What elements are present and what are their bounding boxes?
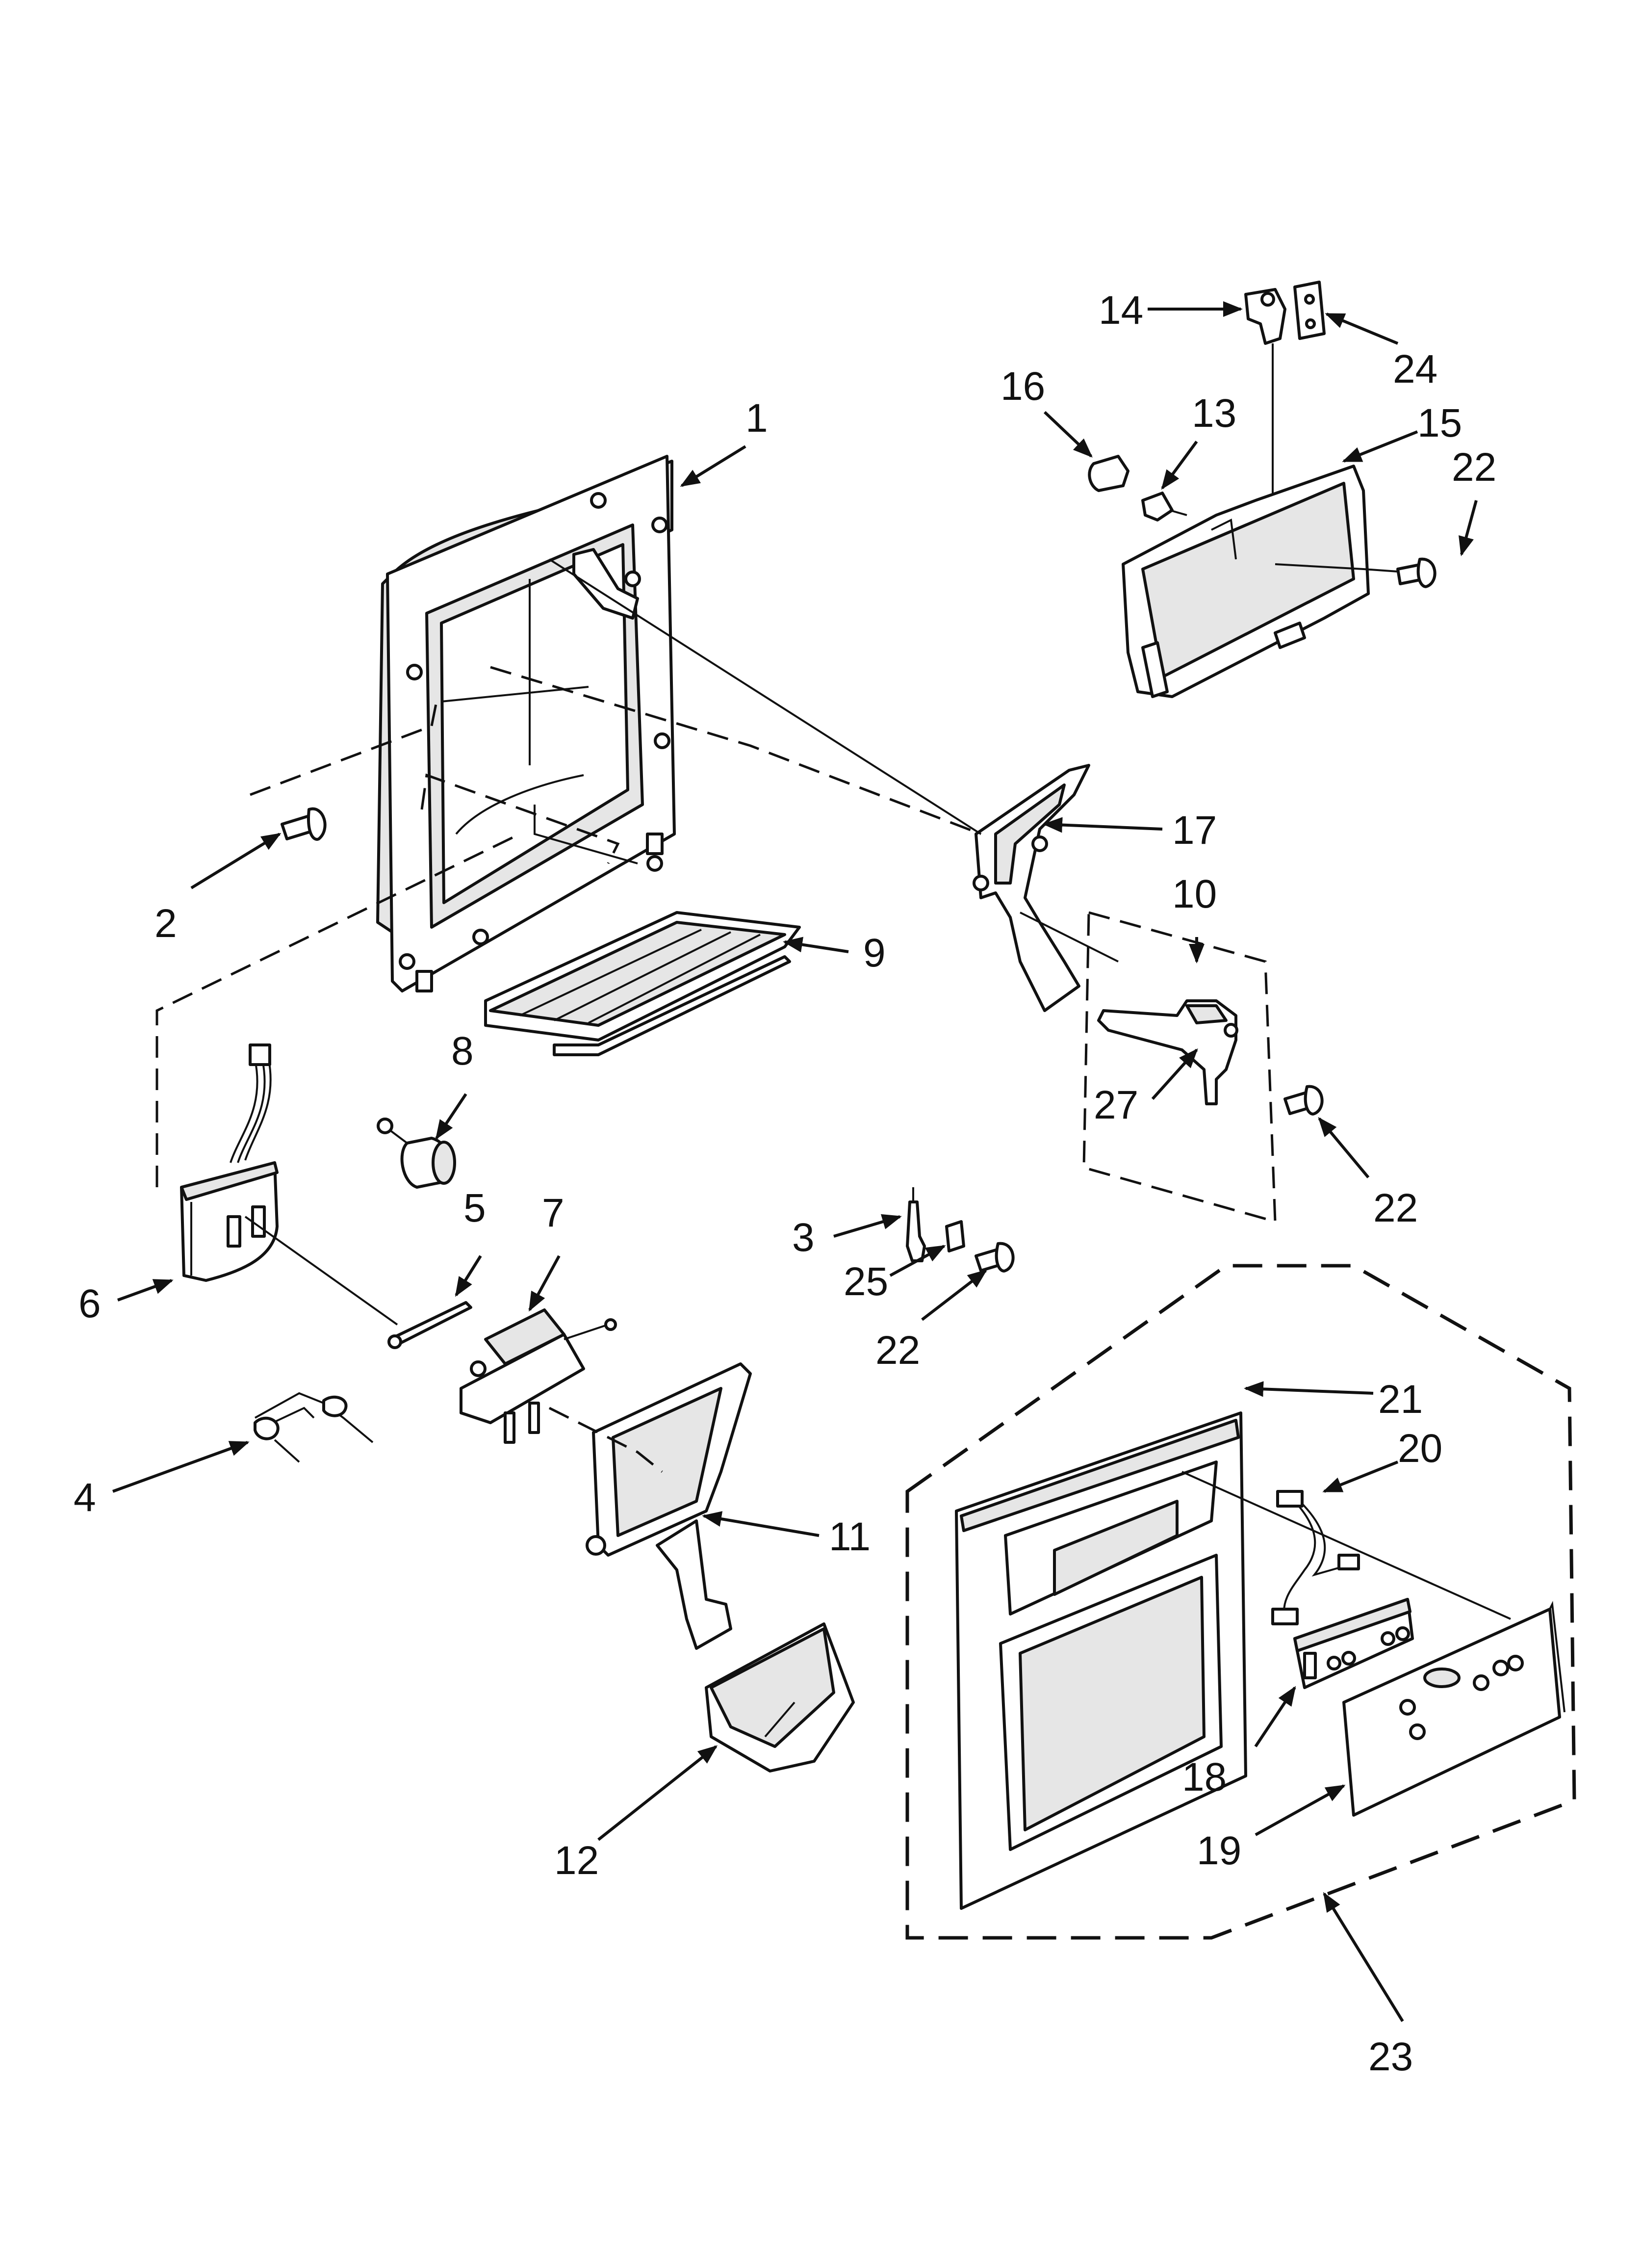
part-27-lever-arm: [1097, 999, 1238, 1105]
part-22-screw-top: [1396, 557, 1437, 588]
part-14-switch: [1244, 288, 1286, 345]
callout-8: 8: [451, 1029, 474, 1073]
part-18-control-board: [1293, 1598, 1414, 1689]
callout-23: 23: [1368, 2034, 1413, 2079]
part-7-bracket: [460, 1308, 617, 1444]
part-20-wire-harness: [1271, 1490, 1360, 1625]
callout-21: 21: [1378, 1377, 1423, 1422]
part-15-upper-bracket: [1122, 465, 1370, 698]
part-22-screw-lower: [975, 1242, 1015, 1273]
callout-17: 17: [1172, 808, 1217, 853]
part-6-switch-module: [180, 1043, 279, 1282]
part-17-dispenser-paddle: [973, 764, 1090, 1012]
callout-4: 4: [74, 1475, 96, 1520]
callout-1: 1: [745, 396, 768, 441]
callout-9: 9: [863, 931, 886, 975]
callouts: 1 2 3 4 5 6 7 8 9 10 11 12 13: [74, 288, 1496, 2079]
callout-11: 11: [829, 1514, 871, 1559]
assembly-guide-lines: [155, 343, 1576, 1940]
callout-10: 10: [1172, 872, 1217, 916]
callout-15: 15: [1417, 401, 1462, 445]
part-22-screw-middle: [1283, 1085, 1324, 1116]
part-5-pin: [387, 1301, 472, 1349]
part-3-clip: [906, 1187, 926, 1262]
callout-14: 14: [1099, 288, 1143, 333]
callout-22-middle: 22: [1373, 1186, 1418, 1230]
callout-7: 7: [542, 1191, 564, 1235]
part-24-plate: [1293, 281, 1326, 340]
part-13-bulb-socket: [1141, 492, 1187, 521]
part-2-screw: [281, 807, 327, 841]
callout-22-lower: 22: [875, 1328, 920, 1373]
part-12-ice-chute: [705, 1622, 855, 1773]
callout-16: 16: [1001, 364, 1045, 409]
part-9-drip-tray: [484, 911, 801, 1056]
callout-18: 18: [1182, 1755, 1227, 1799]
callout-13: 13: [1192, 391, 1236, 436]
callout-20: 20: [1398, 1426, 1442, 1471]
callout-19: 19: [1197, 1828, 1241, 1873]
part-4-spring: [254, 1392, 374, 1463]
callout-27: 27: [1094, 1083, 1138, 1127]
callout-2: 2: [154, 901, 177, 946]
callout-5: 5: [463, 1186, 486, 1230]
part-8-solenoid: [377, 1118, 456, 1189]
callout-24: 24: [1393, 347, 1437, 391]
callout-22-top: 22: [1452, 445, 1496, 490]
part-19-control-faceplate: [1342, 1601, 1565, 1817]
part-11-chute-actuator: [586, 1362, 752, 1650]
part-16-bulb-cover: [1088, 455, 1129, 492]
callout-6: 6: [78, 1281, 101, 1326]
part-1-dispenser-housing: [376, 455, 676, 992]
callout-12: 12: [554, 1838, 599, 1883]
part-25-insulator: [945, 1220, 965, 1252]
callout-25: 25: [844, 1259, 888, 1304]
callout-3: 3: [792, 1215, 815, 1260]
part-21-dispenser-bezel: [955, 1411, 1247, 1910]
